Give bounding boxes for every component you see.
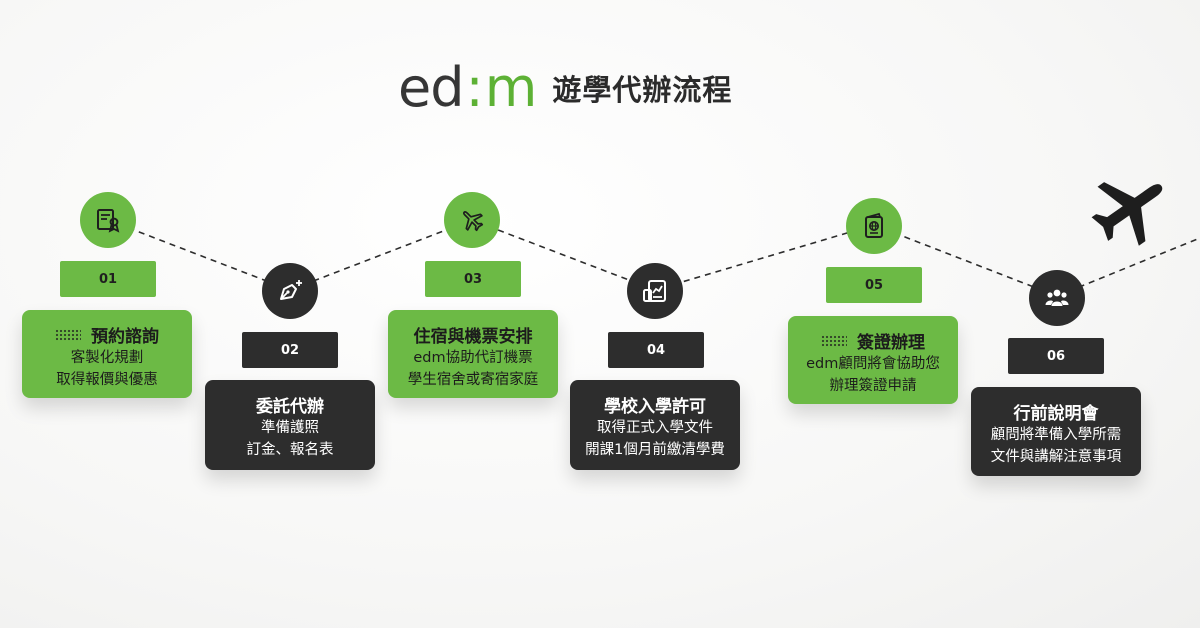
edm-logo: ed:m bbox=[398, 56, 538, 119]
step-3-title: 住宿與機票安排 bbox=[413, 327, 533, 347]
step-4-title: 學校入學許可 bbox=[604, 397, 706, 417]
dot-grid-decoration bbox=[821, 334, 847, 347]
step-1-circle bbox=[80, 192, 136, 248]
step-1-card: 預約諮詢 客製化規劃 取得報價與優惠 bbox=[22, 310, 192, 398]
step-4-line-1: 取得正式入學文件 bbox=[597, 420, 713, 436]
step-4-card: 學校入學許可 取得正式入學文件 開課1個月前繳清學費 bbox=[570, 380, 740, 470]
step-6-title: 行前說明會 bbox=[1013, 404, 1099, 424]
pen-nib-icon bbox=[280, 280, 302, 300]
step-5-title: 簽證辦理 bbox=[857, 333, 925, 353]
step-1-line-1: 客製化規劃 bbox=[70, 350, 144, 366]
logo-colon: : bbox=[465, 56, 484, 119]
header: ed:m 遊學代辦流程 bbox=[398, 58, 732, 118]
step-4-circle bbox=[627, 263, 683, 319]
certificate-icon bbox=[97, 209, 120, 233]
step-3-card: 住宿與機票安排 edm協助代訂機票 學生宿舍或寄宿家庭 bbox=[388, 310, 558, 398]
step-1-number: 01 bbox=[60, 261, 156, 297]
group-icon bbox=[1045, 289, 1069, 306]
page-title: 遊學代辦流程 bbox=[552, 73, 733, 107]
passport-icon bbox=[865, 212, 883, 238]
step-3-line-1: edm協助代訂機票 bbox=[413, 350, 533, 366]
step-3-line-2: 學生宿舍或寄宿家庭 bbox=[407, 372, 539, 388]
step-2-line-2: 訂金、報名表 bbox=[246, 442, 334, 458]
step-5-card: 簽證辦理 edm顧問將會協助您 辦理簽證申請 bbox=[788, 316, 958, 404]
dot-grid-decoration bbox=[55, 328, 81, 341]
step-2-line-1: 準備護照 bbox=[261, 420, 319, 436]
step-6-line-1: 顧問將準備入學所需 bbox=[990, 427, 1122, 443]
step-2-number: 02 bbox=[242, 332, 338, 368]
step-6-line-2: 文件與講解注意事項 bbox=[990, 449, 1122, 465]
step-2-circle bbox=[262, 263, 318, 319]
step-3-number: 03 bbox=[425, 261, 521, 297]
step-5-number: 05 bbox=[826, 267, 922, 303]
step-1-line-2: 取得報價與優惠 bbox=[56, 372, 158, 388]
step-5-line-1: edm顧問將會協助您 bbox=[806, 356, 940, 372]
step-6-card: 行前說明會 顧問將準備入學所需 文件與講解注意事項 bbox=[971, 387, 1141, 476]
step-5-line-2: 辦理簽證申請 bbox=[829, 378, 917, 394]
logo-prefix: ed bbox=[398, 56, 464, 119]
airplane-icon bbox=[462, 210, 484, 232]
step-5-circle bbox=[846, 198, 902, 254]
step-2-title: 委託代辦 bbox=[256, 397, 324, 417]
logo-suffix: m bbox=[484, 56, 538, 119]
step-2-card: 委託代辦 準備護照 訂金、報名表 bbox=[205, 380, 375, 470]
step-6-circle bbox=[1029, 270, 1085, 326]
step-4-line-2: 開課1個月前繳清學費 bbox=[585, 442, 725, 458]
step-3-circle bbox=[444, 192, 500, 248]
step-1-title: 預約諮詢 bbox=[91, 327, 159, 347]
airplane-icon bbox=[1091, 182, 1163, 246]
step-6-number: 06 bbox=[1008, 338, 1104, 374]
step-4-number: 04 bbox=[608, 332, 704, 368]
document-chart-icon bbox=[643, 280, 666, 302]
